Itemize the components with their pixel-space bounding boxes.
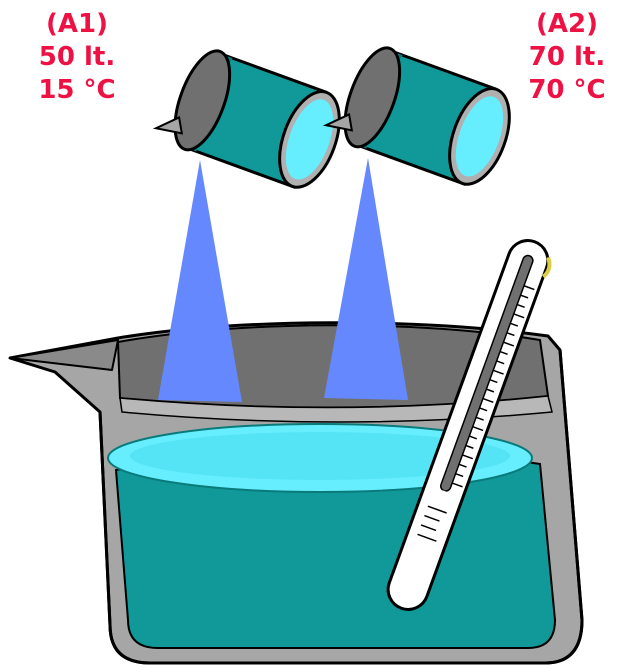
container-a2-temperature: 70 °C	[512, 74, 619, 107]
pitcher-icon	[153, 40, 352, 197]
container-a2-volume: 70 lt.	[512, 41, 619, 74]
container-a1-label: (A1) 50 lt. 15 °C	[22, 8, 132, 107]
container-a2-label: (A2) 70 lt. 70 °C	[512, 8, 619, 107]
pour-stream-a1	[158, 160, 242, 402]
container-a1-name: (A1)	[22, 8, 132, 41]
container-a1-volume: 50 lt.	[22, 41, 132, 74]
container-a1-temperature: 15 °C	[22, 74, 132, 107]
pour-stream-a2	[324, 158, 408, 400]
container-a2-name: (A2)	[512, 8, 619, 41]
pitcher-icon	[323, 37, 522, 194]
